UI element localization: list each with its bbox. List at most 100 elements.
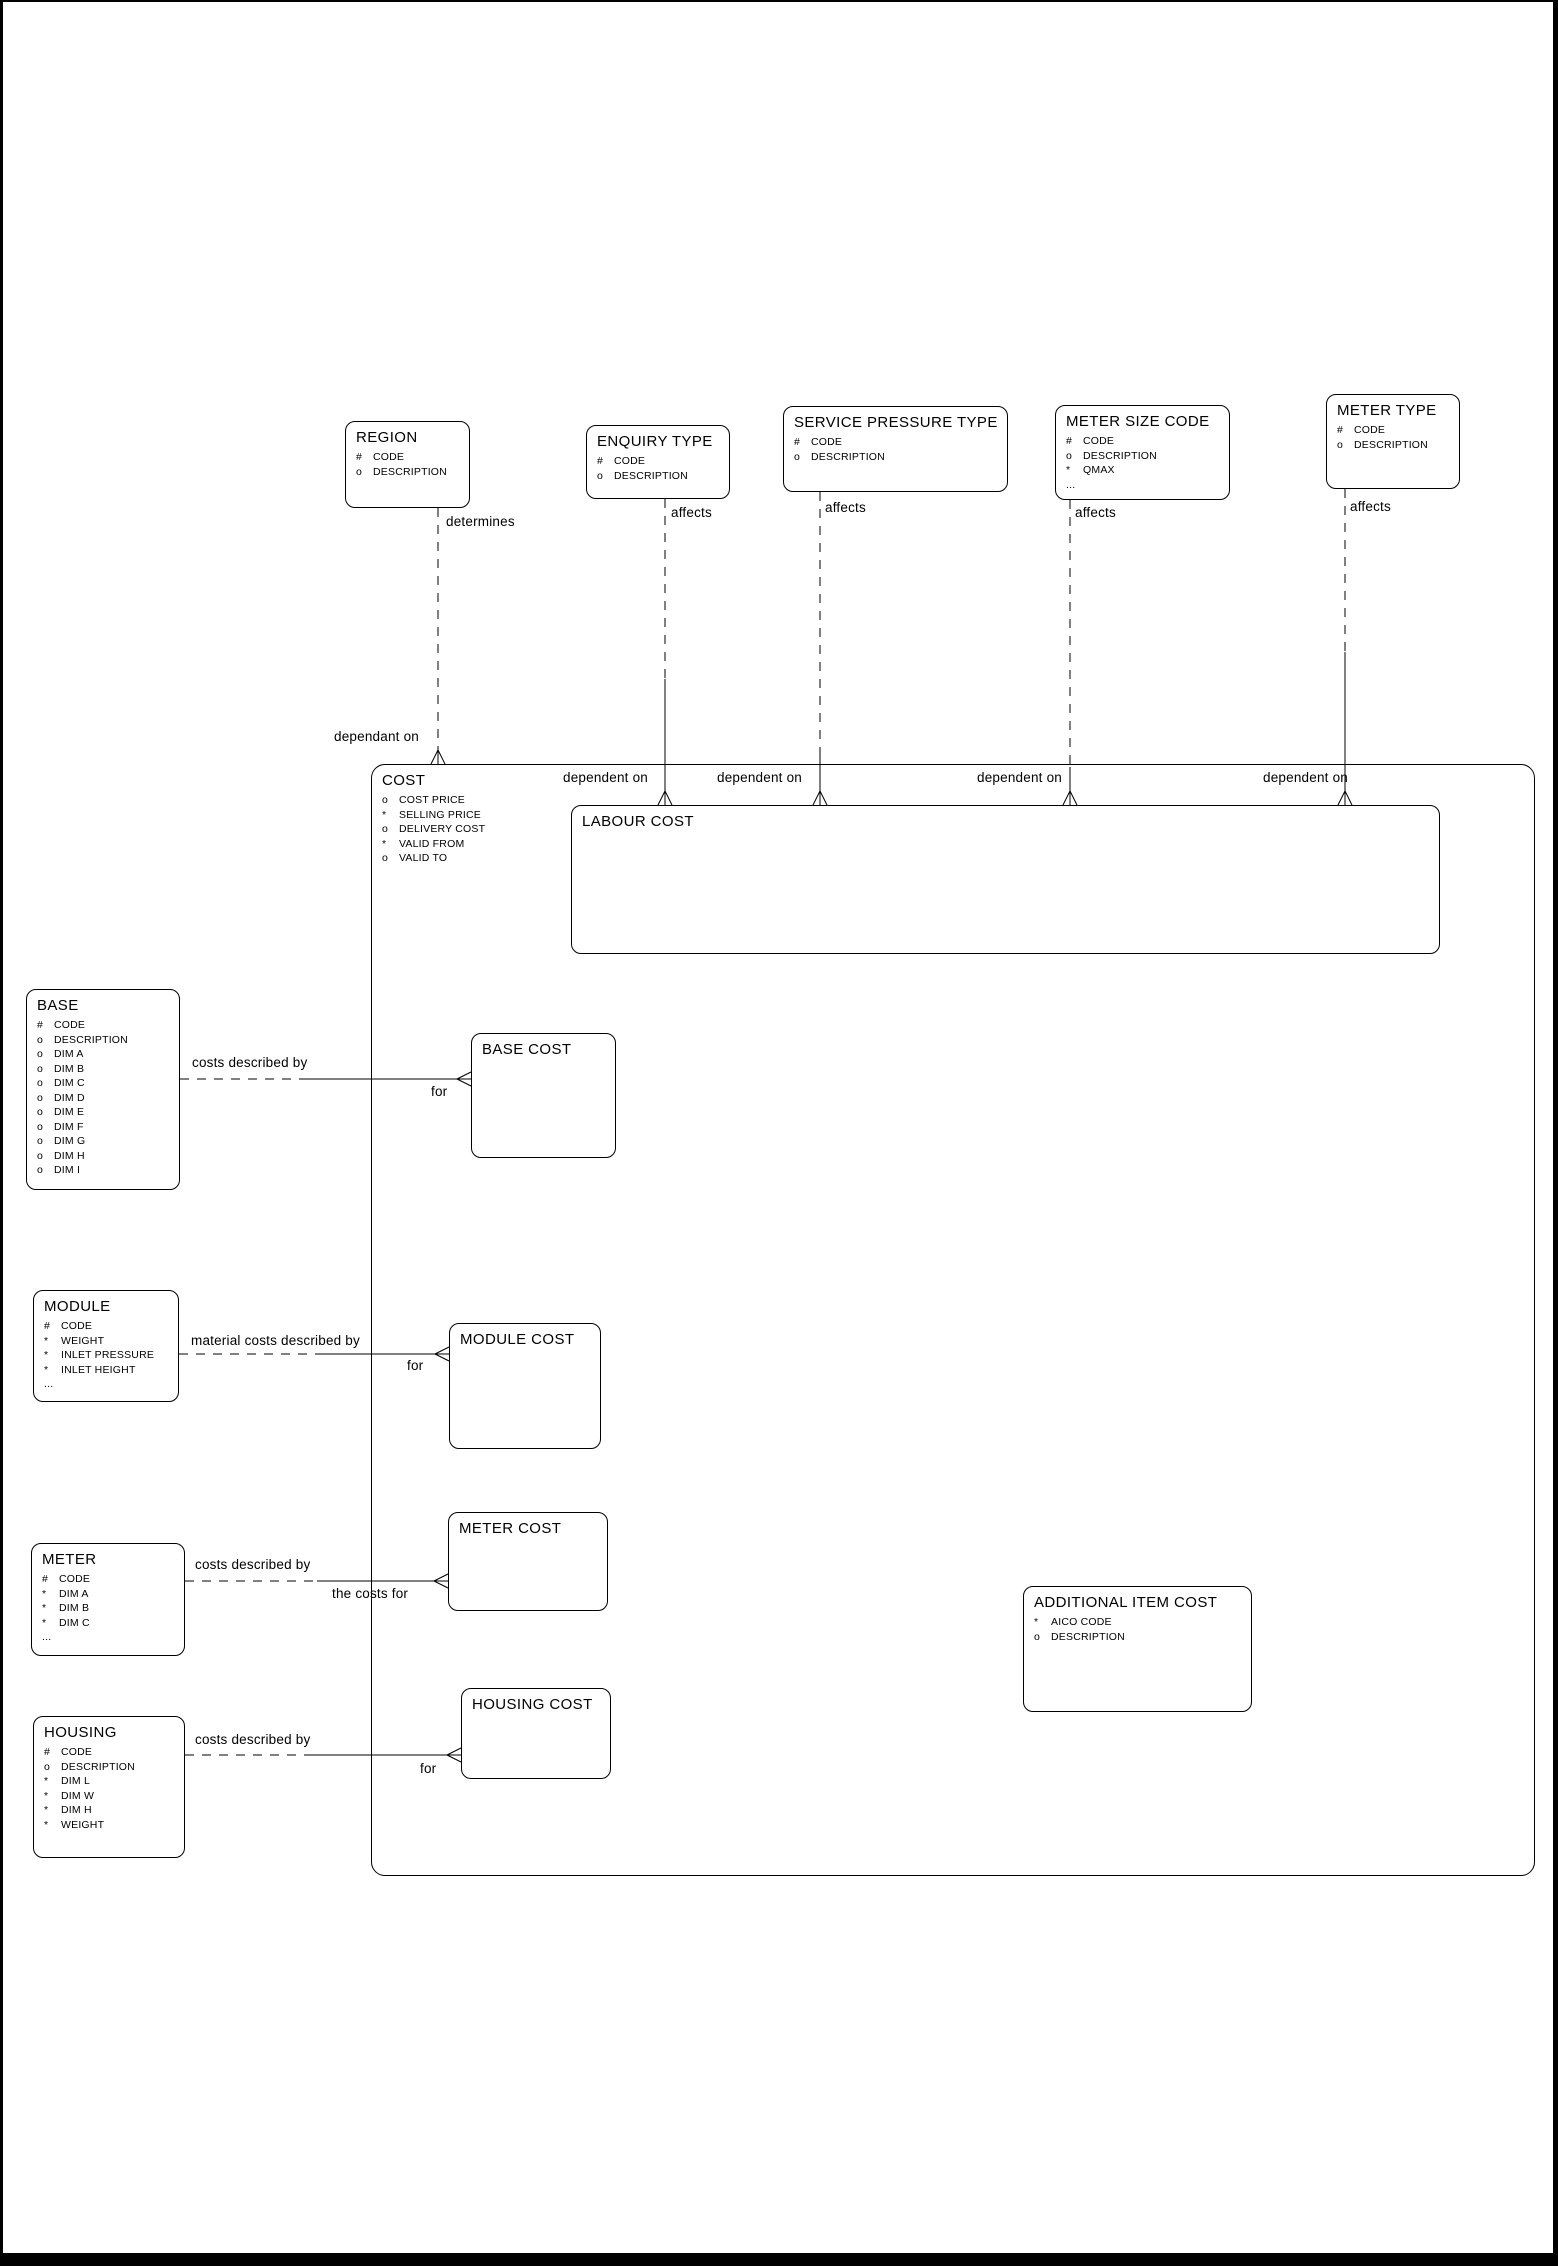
entity-attribute: *VALID FROM — [382, 837, 1534, 852]
entity-attribute: o DIM B — [37, 1062, 179, 1077]
relationship-label-dependent-on-meter-type: dependent on — [1263, 770, 1348, 785]
attribute-name: DESCRIPTION — [1083, 449, 1157, 462]
entity-base-cost-title: BASE COST — [482, 1041, 572, 1058]
attribute-name: CODE — [1354, 424, 1386, 436]
relationship-label-for-base: for — [431, 1084, 448, 1099]
attribute-name: CODE — [614, 455, 646, 467]
entity-base-cost[interactable]: BASE COST — [471, 1033, 616, 1158]
entity-attribute: * WEIGHT — [44, 1334, 178, 1349]
attribute-marker: # — [1337, 424, 1344, 436]
attribute-marker: * — [44, 1804, 49, 1816]
attribute-name: WEIGHT — [61, 1334, 105, 1347]
attribute-name: CODE — [61, 1320, 93, 1332]
entity-region-title: REGION — [356, 429, 418, 446]
relationship-label-costs-described-by-base: costs described by — [192, 1055, 308, 1070]
attribute-name: DESCRIPTION — [1354, 438, 1428, 451]
entity-attribute: *DIM B — [42, 1601, 184, 1616]
attribute-name: DESCRIPTION — [61, 1760, 135, 1773]
attribute-marker: * — [382, 837, 387, 850]
entity-module-attributes: #CODE*WEIGHT*INLET PRESSURE*INLET HEIGHT… — [34, 1315, 178, 1392]
attribute-name: AICO CODE — [1051, 1616, 1112, 1628]
entity-module-title: MODULE — [44, 1298, 111, 1315]
relationship-label-dependent-on-service-pressure: dependent on — [717, 770, 802, 785]
entity-meter-title: METER — [42, 1551, 97, 1568]
attribute-marker: o — [37, 1062, 44, 1075]
attribute-marker: # — [44, 1746, 51, 1758]
relationship-label-costs-described-by-housing: costs described by — [195, 1732, 311, 1747]
entity-module-cost[interactable]: MODULE COST — [449, 1323, 601, 1449]
entity-labour-cost-title: LABOUR COST — [582, 813, 694, 830]
entity-module[interactable]: MODULE #CODE*WEIGHT*INLET PRESSURE*INLET… — [33, 1290, 179, 1402]
attribute-marker: o — [382, 823, 389, 835]
relationship-label-dependent-on-enquiry: dependent on — [563, 770, 648, 785]
attribute-marker: * — [44, 1334, 49, 1347]
attribute-name: DIM D — [54, 1091, 85, 1104]
entity-attribute: *QMAX — [1066, 463, 1229, 478]
entity-labour-cost[interactable]: LABOUR COST — [571, 805, 1440, 954]
attribute-name: DIM H — [61, 1804, 92, 1816]
entity-attribute: *SELLING PRICE — [382, 808, 1534, 823]
relationship-label-affects-meter-size: affects — [1075, 505, 1116, 520]
entity-attribute: #CODE — [356, 450, 469, 465]
relationship-label-dependant-on: dependant on — [334, 729, 419, 744]
attribute-name: DIM W — [61, 1789, 95, 1802]
attribute-marker: # — [794, 436, 801, 448]
attribute-name: DELIVERY COST — [399, 823, 486, 835]
entity-attribute: #CODE — [42, 1572, 184, 1587]
attribute-marker: * — [382, 808, 387, 821]
entity-meter-cost[interactable]: METER COST — [448, 1512, 608, 1611]
attribute-name: DESCRIPTION — [373, 465, 447, 478]
attribute-name: DIM A — [59, 1587, 89, 1600]
entity-attribute: *INLET HEIGHT — [44, 1363, 178, 1378]
attribute-marker: o — [37, 1048, 44, 1060]
attribute-marker: * — [44, 1363, 49, 1376]
entity-attribute: #CODE — [1066, 434, 1229, 449]
entity-attribute: o DESCRIPTION — [44, 1760, 184, 1775]
entity-housing-cost[interactable]: HOUSING COST — [461, 1688, 611, 1779]
attribute-name: DIM G — [54, 1135, 86, 1147]
attribute-name: DIM H — [54, 1149, 85, 1162]
attribute-name: QMAX — [1083, 464, 1115, 476]
attribute-marker: o — [382, 852, 389, 864]
attribute-marker: ... — [42, 1631, 52, 1643]
entity-housing-cost-title: HOUSING COST — [472, 1696, 593, 1713]
attribute-marker: o — [1066, 449, 1073, 462]
attribute-marker: # — [44, 1320, 51, 1332]
attribute-name: DESCRIPTION — [54, 1033, 128, 1046]
attribute-name: CODE — [811, 436, 843, 448]
relationship-label-dependent-on-meter-size: dependent on — [977, 770, 1062, 785]
entity-attribute: # CODE — [44, 1319, 178, 1334]
attribute-name: CODE — [54, 1019, 86, 1031]
entity-meter[interactable]: METER #CODE*DIM A*DIM B*DIM C... — [31, 1543, 185, 1656]
attribute-name: CODE — [61, 1746, 93, 1758]
attribute-marker: o — [44, 1760, 51, 1773]
entity-attribute: ... — [42, 1630, 184, 1645]
entity-meter-size-code-title: METER SIZE CODE — [1066, 413, 1210, 430]
attribute-marker: o — [382, 794, 389, 806]
entity-meter-type-title: METER TYPE — [1337, 402, 1437, 419]
attribute-marker: * — [42, 1616, 47, 1629]
relationship-label-determines: determines — [446, 514, 515, 529]
attribute-name: CODE — [1083, 435, 1115, 447]
attribute-name: DIM B — [54, 1062, 85, 1075]
